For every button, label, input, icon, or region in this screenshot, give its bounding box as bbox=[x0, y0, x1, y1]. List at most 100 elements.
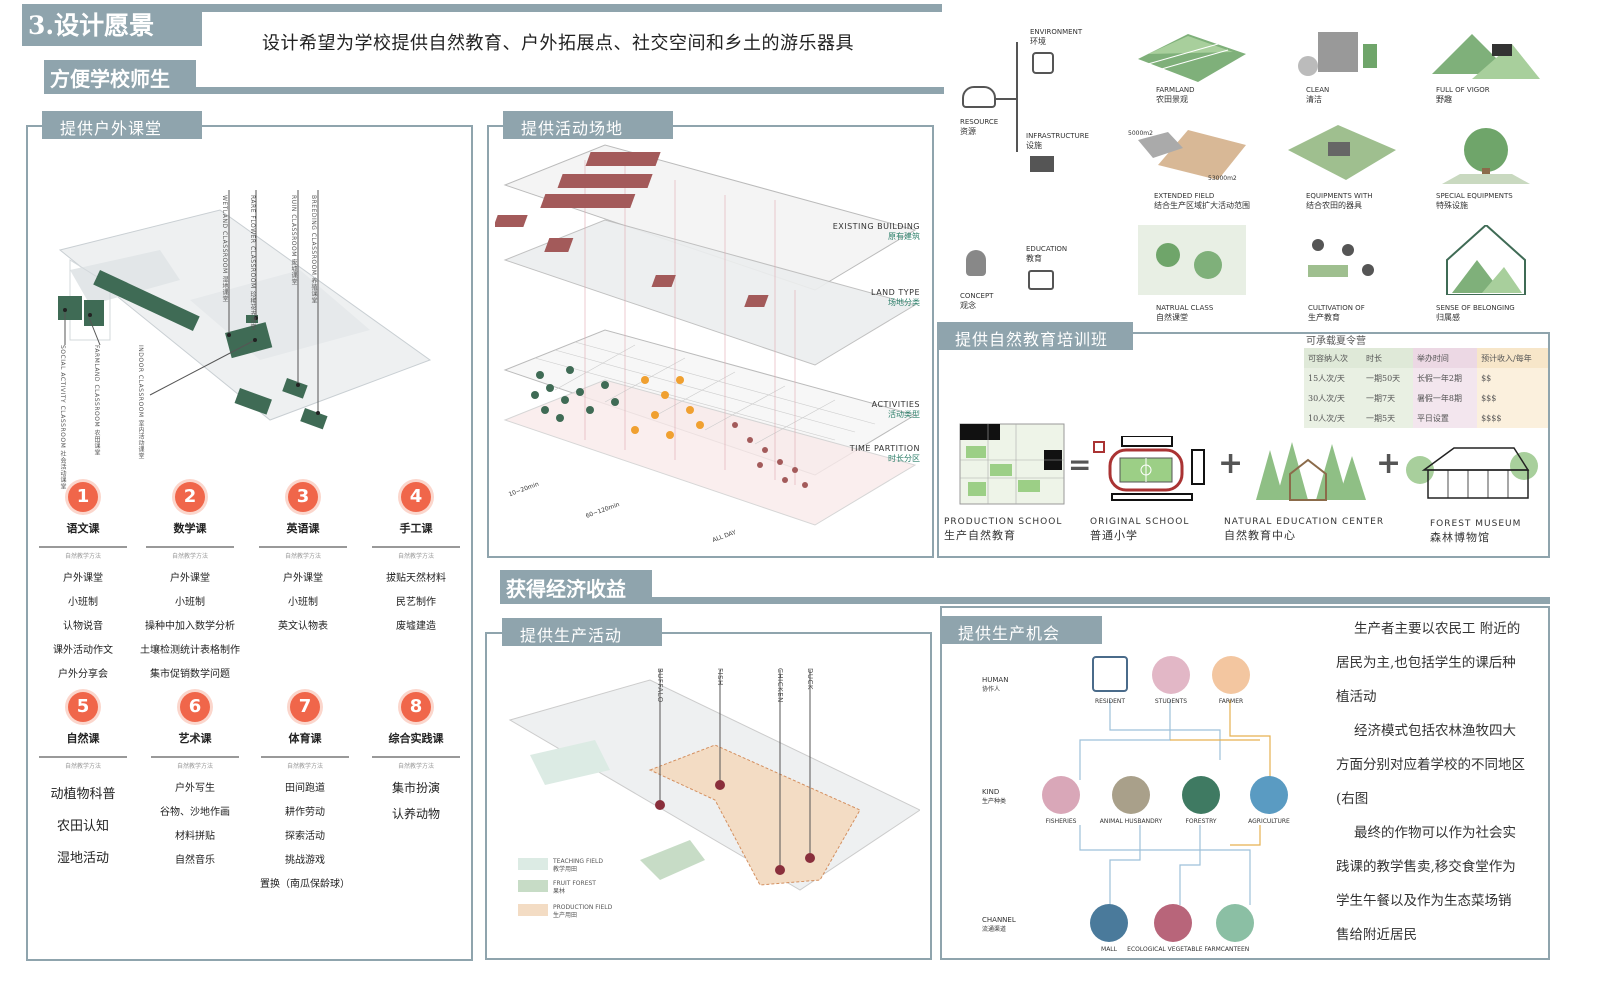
section-b-rule bbox=[500, 597, 1550, 604]
building bbox=[544, 238, 574, 252]
label-social-activity-classroom: SOCIAL ACTIVITY CLASSROOM 社会活动课堂 bbox=[59, 345, 66, 490]
cultivation-thumb bbox=[1308, 239, 1374, 277]
bracket-line bbox=[996, 98, 1016, 100]
pin-label: DUCK bbox=[806, 668, 814, 690]
course-subtitle: 自然教学方法 bbox=[397, 763, 434, 770]
special-equipments-thumb bbox=[1442, 128, 1530, 184]
section-a-rule bbox=[44, 87, 944, 94]
fruit-forest bbox=[640, 840, 705, 880]
channel-label: ECOLOGICAL VEGETABLE FARM bbox=[1127, 946, 1221, 953]
pin-label: BUFFALO bbox=[656, 668, 664, 703]
area-label: 53000m2 bbox=[1208, 175, 1237, 182]
outdoor-classroom-tab: 提供户外课堂 bbox=[42, 111, 202, 139]
vigor-thumb bbox=[1432, 34, 1540, 79]
production-activity-tab: 提供生产活动 bbox=[502, 618, 662, 646]
original-school-icon bbox=[1093, 436, 1205, 501]
course-divider bbox=[151, 756, 239, 758]
production-school-icon bbox=[959, 423, 1065, 505]
forest-museum-icon bbox=[1406, 447, 1538, 499]
course-card: 1 语文课 自然教学方法 户外课堂小班制认物说音课外活动作文户外分享会 bbox=[33, 482, 133, 680]
table-header: 举办时间 bbox=[1412, 348, 1478, 368]
course-number: 7 bbox=[290, 692, 320, 722]
classroom-block bbox=[84, 300, 104, 326]
course-title: 数学课 bbox=[173, 522, 207, 535]
table-cell: 一期5天 bbox=[1361, 408, 1413, 428]
legend-fruit-swatch bbox=[518, 880, 548, 892]
course-number: 1 bbox=[68, 482, 98, 512]
pin-chicken bbox=[775, 865, 785, 875]
course-card: 4 手工课 自然教学方法 拔贴天然材料民艺制作废墟建造 bbox=[366, 482, 466, 632]
layer-plane bbox=[503, 379, 917, 526]
course-subtitle: 自然教学方法 bbox=[176, 763, 213, 770]
kind-label: FISHERIES bbox=[1045, 818, 1077, 825]
plus-sign: + bbox=[1376, 446, 1402, 481]
production-field bbox=[648, 744, 861, 886]
farmer-icon bbox=[1212, 656, 1250, 694]
factory-icon bbox=[1030, 156, 1054, 172]
lightbulb-icon bbox=[966, 250, 986, 276]
classroom-block bbox=[58, 296, 82, 320]
course-subtitle: 自然教学方法 bbox=[64, 553, 101, 560]
classroom-block bbox=[93, 270, 200, 331]
course-title: 手工课 bbox=[399, 522, 433, 535]
building bbox=[495, 215, 528, 227]
section-title: 3.设计愿景 bbox=[28, 11, 155, 40]
table-cell: 长假一年2期 bbox=[1412, 368, 1478, 388]
course-items: 户外写生谷物、沙地作画材料拼贴自然音乐 bbox=[160, 783, 230, 866]
course-items: 户外课堂小班制英文认物表 bbox=[278, 573, 328, 632]
course-number: 4 bbox=[401, 482, 431, 512]
page-subtitle: 设计希望为学校提供自然教育、户外拓展点、社交空间和乡土的游乐器具 bbox=[262, 33, 854, 54]
course-card: 5 自然课 自然教学方法 动植物科普农田认知湿地活动 bbox=[33, 692, 133, 866]
table-cell: 一期50天 bbox=[1361, 368, 1413, 388]
course-divider bbox=[39, 756, 127, 758]
building bbox=[651, 275, 676, 287]
course-number: 3 bbox=[288, 482, 318, 512]
section-a-title: 方便学校师生 bbox=[50, 67, 170, 91]
label-indoor-classroom: INDOOR CLASSROOM 室内活动课堂 bbox=[137, 345, 144, 460]
canteen-icon bbox=[1216, 904, 1254, 942]
section-a-bar bbox=[44, 60, 196, 92]
table-cell: 暑假一年8期 bbox=[1412, 388, 1478, 408]
production-chance-tab: 提供生产机会 bbox=[940, 616, 1102, 644]
description-text: 生产者主要以农民工 附近的 居民为主,也包括学生的课后种 植活动 经济模式包括农… bbox=[1336, 621, 1525, 943]
course-number: 8 bbox=[401, 692, 431, 722]
camp-table-title: 可承载夏令营 bbox=[1306, 336, 1366, 347]
course-title: 语文课 bbox=[66, 522, 100, 535]
classroom-block bbox=[300, 408, 328, 430]
table-header: 时长 bbox=[1361, 348, 1413, 368]
table-header: 可容纳人次 bbox=[1304, 348, 1362, 368]
campus-plan-iso bbox=[58, 190, 432, 430]
building bbox=[744, 295, 769, 307]
table-header: 预计收入/每年 bbox=[1477, 348, 1548, 368]
label-farmland-classroom: FARMLAND CLASSROOM 农田课堂 bbox=[93, 345, 100, 456]
activity-site-tab: 提供活动场地 bbox=[503, 111, 673, 139]
course-items: 拔贴天然材料民艺制作废墟建造 bbox=[386, 573, 446, 632]
equals-sign: = bbox=[1068, 448, 1092, 481]
agriculture-icon bbox=[1250, 776, 1288, 814]
course-card: 8 综合实践课 自然教学方法 集市扮演认养动物 bbox=[366, 692, 466, 822]
course-divider bbox=[259, 546, 347, 548]
human-label: FARMER bbox=[1218, 698, 1244, 705]
table-cell: 平日设置 bbox=[1412, 408, 1478, 428]
course-card: 3 英语课 自然教学方法 户外课堂小班制英文认物表 bbox=[253, 482, 353, 632]
label-ruin-classroom: RUIN CLASSROOM 废墟课堂 bbox=[290, 195, 297, 286]
section-b-title: 获得经济收益 bbox=[506, 577, 626, 601]
